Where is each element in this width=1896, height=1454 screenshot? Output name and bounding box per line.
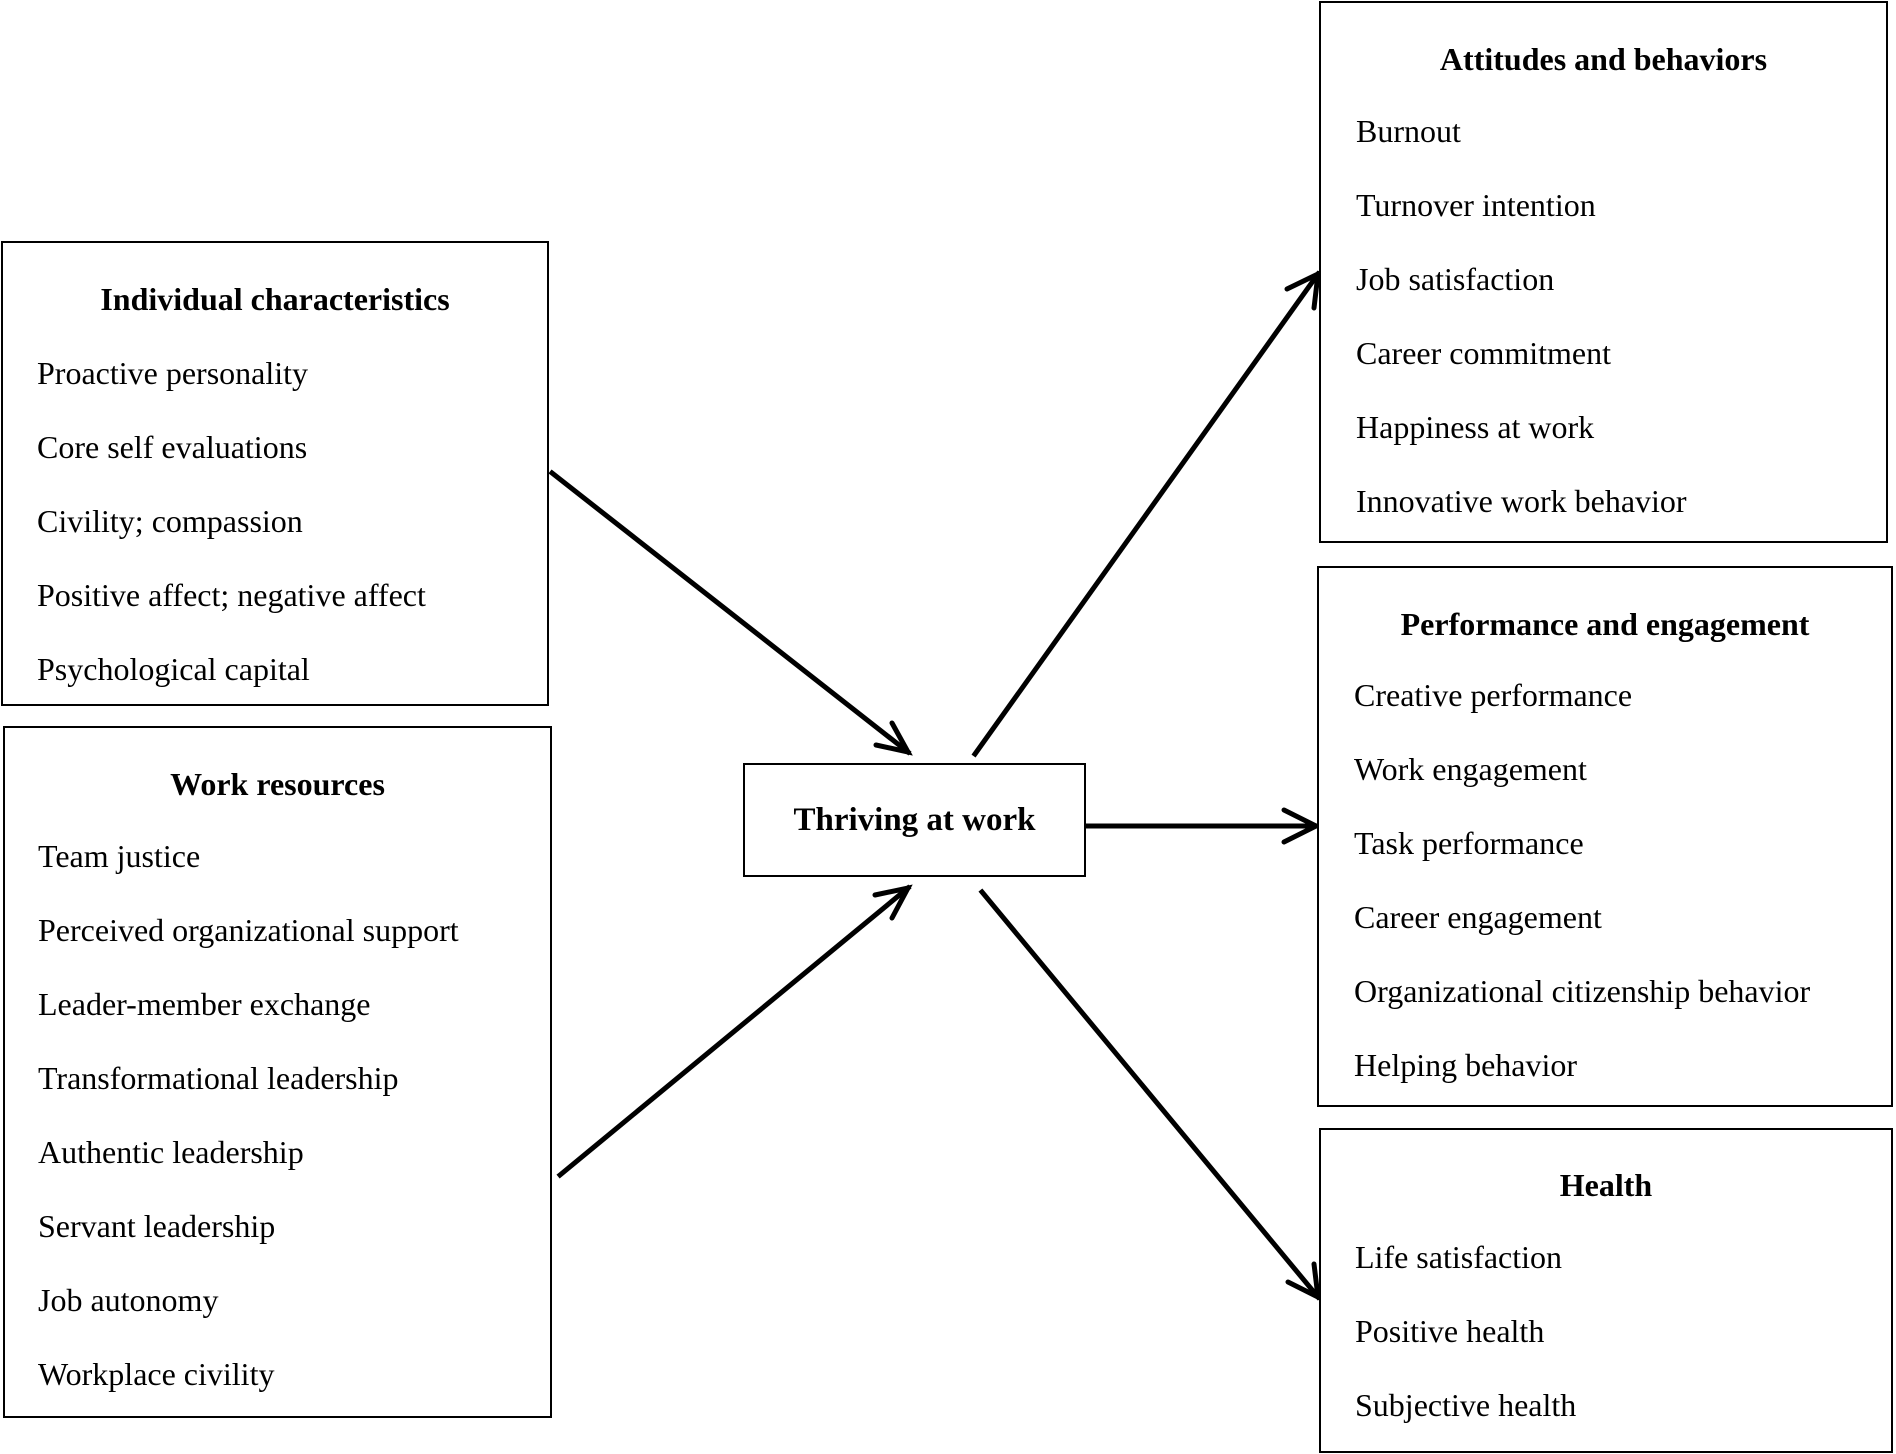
- individual-characteristics-title: Individual characteristics: [100, 281, 450, 317]
- resources-item: Servant leadership: [38, 1208, 276, 1244]
- work-resources-box: Work resources Team justice Perceived or…: [3, 726, 552, 1418]
- performance-item: Career engagement: [1354, 899, 1602, 935]
- attitudes-behaviors-title: Attitudes and behaviors: [1439, 41, 1768, 77]
- resources-item: Team justice: [38, 838, 201, 874]
- attitudes-item: Happiness at work: [1356, 409, 1595, 445]
- individual-item: Civility; compassion: [37, 503, 303, 539]
- work-resources-title: Work resources: [170, 766, 385, 802]
- resources-item: Authentic leadership: [38, 1134, 304, 1170]
- arrow-thriving-to-health: [978, 888, 1322, 1301]
- performance-engagement-box: Performance and engagement Creative perf…: [1317, 566, 1893, 1107]
- resources-item: Transformational leadership: [38, 1060, 399, 1096]
- resources-item: Perceived organizational support: [38, 912, 459, 948]
- individual-characteristics-box: Individual characteristics Proactive per…: [1, 241, 549, 706]
- individual-item: Proactive personality: [37, 355, 309, 391]
- thriving-at-work-label: Thriving at work: [793, 801, 1036, 838]
- arrowhead-thriving-to-performance: [1281, 807, 1322, 845]
- arrow-thriving-to-attitudes: [971, 270, 1322, 758]
- individual-item: Core self evaluations: [37, 429, 308, 465]
- individual-item: Positive affect; negative affect: [37, 577, 426, 613]
- health-box: Health Life satisfaction Positive health…: [1319, 1128, 1893, 1453]
- health-item: Life satisfaction: [1355, 1239, 1563, 1275]
- performance-item: Task performance: [1354, 825, 1584, 861]
- resources-item: Job autonomy: [38, 1282, 219, 1318]
- arrow-individual-to-thriving: [548, 469, 912, 756]
- thriving-at-work-box: Thriving at work: [743, 763, 1086, 877]
- performance-item: Organizational citizenship behavior: [1354, 973, 1811, 1009]
- arrowhead-thriving-to-attitudes: [1284, 269, 1322, 311]
- arrowhead-individual-to-thriving: [873, 720, 913, 756]
- arrowhead-thriving-to-health: [1285, 1261, 1322, 1302]
- health-title: Health: [1559, 1167, 1653, 1203]
- attitudes-behaviors-box: Attitudes and behaviors Burnout Turnover…: [1319, 1, 1888, 543]
- attitudes-item: Burnout: [1356, 113, 1461, 149]
- health-item: Positive health: [1355, 1313, 1545, 1349]
- resources-item: Leader-member exchange: [38, 986, 371, 1022]
- attitudes-item: Innovative work behavior: [1356, 483, 1687, 519]
- individual-item: Psychological capital: [37, 651, 310, 687]
- attitudes-item: Career commitment: [1356, 335, 1612, 371]
- performance-item: Helping behavior: [1354, 1047, 1578, 1083]
- performance-item: Creative performance: [1354, 677, 1633, 713]
- attitudes-item: Job satisfaction: [1356, 261, 1555, 297]
- performance-item: Work engagement: [1354, 751, 1587, 787]
- resources-item: Workplace civility: [38, 1356, 275, 1392]
- arrow-resources-to-thriving: [556, 884, 912, 1179]
- arrowhead-resources-to-thriving: [872, 884, 913, 921]
- attitudes-item: Turnover intention: [1356, 187, 1596, 223]
- health-item: Subjective health: [1355, 1387, 1577, 1423]
- performance-engagement-title: Performance and engagement: [1400, 606, 1810, 642]
